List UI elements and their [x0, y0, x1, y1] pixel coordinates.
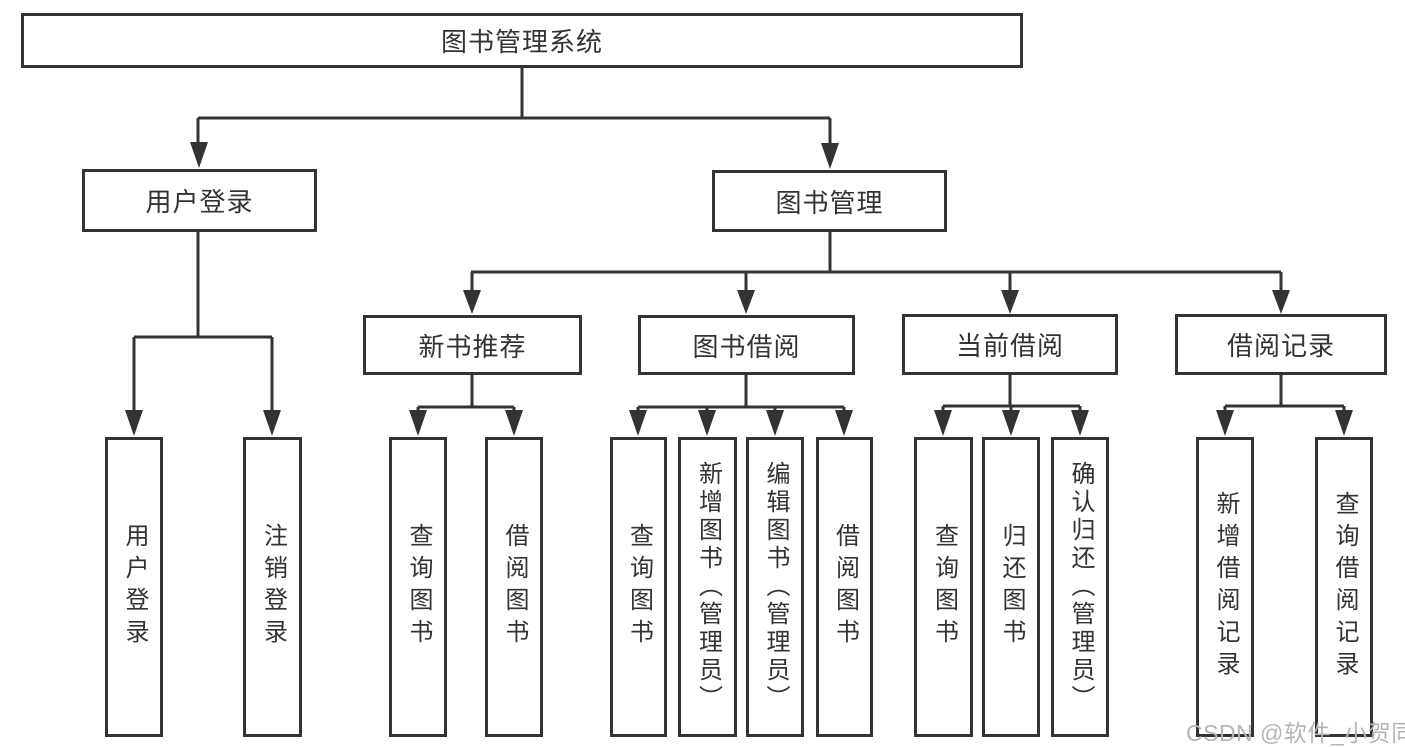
leaf-query-borrow-record: 查询借阅记录: [1315, 437, 1373, 737]
leaf-confirm-return-admin: 确认归还（管理员）: [1051, 437, 1109, 737]
node-label: 图书管理系统: [440, 27, 603, 57]
leaf-label: 查询图书: [625, 523, 653, 651]
leaf-label: 确认归还（管理员）: [1067, 461, 1094, 713]
leaf-edit-books-admin: 编辑图书（管理员）: [746, 437, 804, 737]
node-book-management: 图书管理: [712, 170, 947, 232]
node-borrowing-records: 借阅记录: [1175, 314, 1387, 375]
node-library-management-system: 图书管理系统: [21, 13, 1023, 68]
leaf-add-borrow-record: 新增借阅记录: [1196, 437, 1254, 737]
leaf-label: 新增借阅记录: [1212, 491, 1239, 683]
leaf-label: 用户登录: [121, 523, 148, 651]
node-user-login: 用户登录: [82, 169, 317, 232]
node-label: 图书管理: [775, 187, 884, 218]
csdn-watermark: CSDN @软件_小贺同学: [1186, 720, 1405, 746]
node-new-book-recommendation: 新书推荐: [363, 315, 582, 375]
node-label: 借阅记录: [1226, 331, 1335, 361]
leaf-label: 借阅图书: [831, 523, 859, 651]
leaf-query-books-3: 查询图书: [914, 437, 973, 737]
leaf-user-login: 用户登录: [105, 437, 163, 737]
leaf-query-books-1: 查询图书: [389, 437, 447, 737]
node-label: 用户登录: [145, 187, 254, 217]
node-book-borrowing: 图书借阅: [638, 315, 855, 375]
leaf-label: 注销登录: [259, 523, 287, 651]
leaf-return-books: 归还图书: [982, 437, 1040, 737]
leaf-label: 新增图书（管理员）: [694, 461, 722, 713]
leaf-label: 编辑图书（管理员）: [762, 461, 789, 713]
node-current-borrowing: 当前借阅: [902, 314, 1118, 375]
leaf-label: 查询图书: [405, 523, 432, 651]
leaf-label: 归还图书: [998, 523, 1025, 651]
leaf-borrow-books-2: 借阅图书: [816, 437, 873, 737]
leaf-add-books-admin: 新增图书（管理员）: [678, 437, 737, 737]
leaf-query-books-2: 查询图书: [610, 437, 667, 737]
leaf-logout: 注销登录: [243, 437, 302, 737]
leaf-label: 查询图书: [930, 523, 958, 651]
leaf-borrow-books-1: 借阅图书: [485, 437, 543, 737]
node-label: 新书推荐: [418, 331, 527, 362]
leaf-label: 查询借阅记录: [1331, 491, 1358, 683]
node-label: 当前借阅: [955, 331, 1064, 361]
leaf-label: 借阅图书: [501, 523, 528, 651]
node-label: 图书借阅: [692, 331, 801, 362]
